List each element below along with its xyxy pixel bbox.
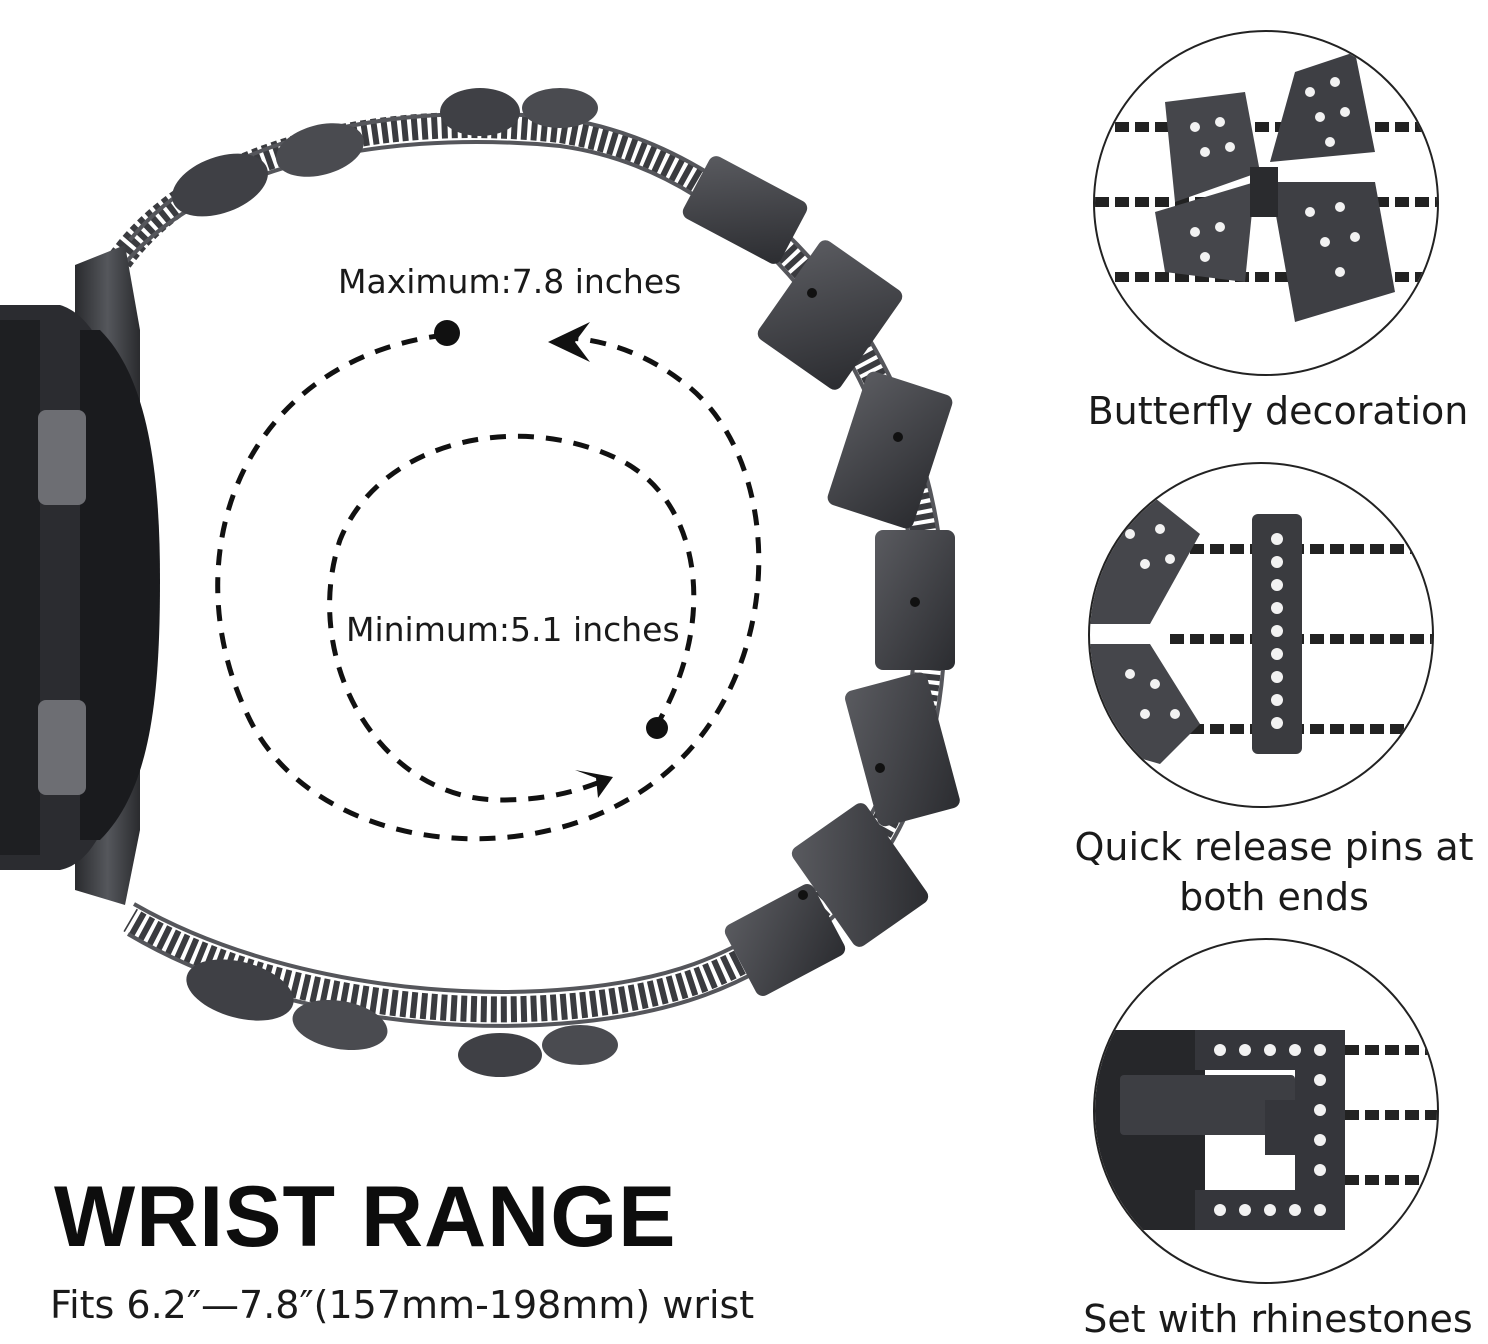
- max-range-label: Maximum:7.8 inches: [338, 262, 682, 301]
- watch-band-illustration: [0, 88, 960, 1077]
- max-start-dot: [434, 320, 460, 346]
- chain-links-icon: [1345, 1045, 1437, 1185]
- caption-butterfly-line1: Butterfly decoration: [1087, 389, 1469, 433]
- watch-case-icon: [0, 245, 160, 905]
- caption-rhinestones: Set with rhinestones: [1068, 1294, 1488, 1344]
- caption-quick-release: Quick release pins at both ends: [1060, 822, 1488, 922]
- caption-rhinestones-line1: Set with rhinestones: [1083, 1297, 1473, 1341]
- butterfly-detail-circle: [1093, 30, 1439, 376]
- min-range-label: Minimum:5.1 inches: [346, 610, 680, 649]
- wrist-range-diagram: [215, 320, 762, 842]
- butterfly-charm-icon: [1155, 52, 1395, 322]
- fit-range-subline: Fits 6.2″—7.8″(157mm-198mm) wrist: [50, 1283, 755, 1327]
- band-links: [682, 156, 960, 996]
- caption-butterfly: Butterfly decoration: [1068, 386, 1488, 436]
- headline: WRIST RANGE: [54, 1169, 677, 1265]
- caption-quick-release-line1: Quick release pins at: [1074, 825, 1474, 869]
- max-range-circle: [215, 332, 762, 842]
- caption-quick-release-line2: both ends: [1179, 875, 1369, 919]
- watch-button-bottom: [38, 700, 86, 795]
- quick-release-detail-circle: [1088, 462, 1434, 808]
- butterfly-charms: [172, 88, 618, 1077]
- clasp-buckle-icon: [1095, 1030, 1345, 1230]
- min-start-dot: [646, 717, 668, 739]
- min-arrow-icon: [575, 770, 613, 798]
- watch-button-top: [38, 410, 86, 505]
- pin-bar-icon: [1252, 514, 1302, 754]
- min-range-circle: [327, 433, 697, 803]
- max-arrow-icon: [548, 322, 590, 362]
- clasp-detail-circle: [1093, 938, 1439, 1284]
- butterfly-wing-icon: [1090, 494, 1200, 764]
